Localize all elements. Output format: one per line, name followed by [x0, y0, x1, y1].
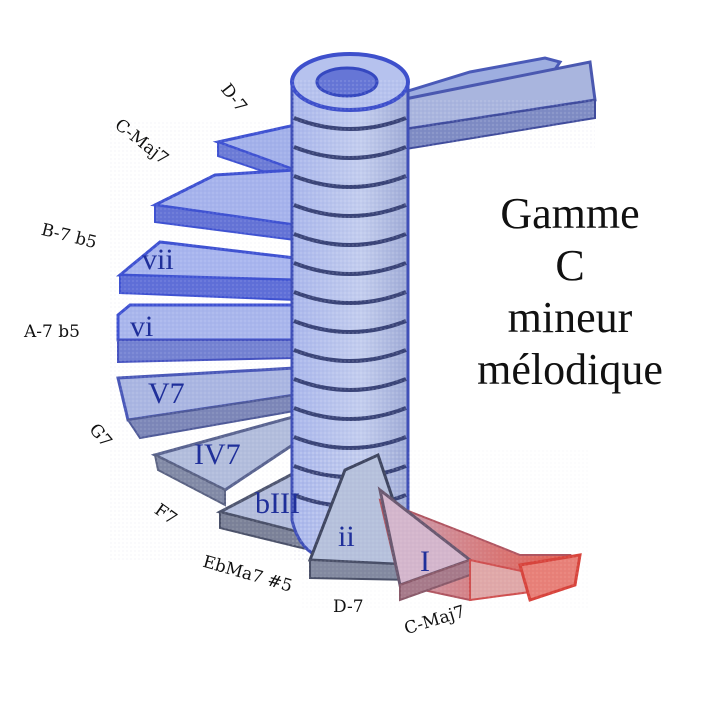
title-line: C [555, 241, 585, 290]
left-steps [110, 120, 342, 560]
roman-numeral-vii: vii [142, 243, 174, 276]
title-line: Gamme [500, 189, 640, 238]
page-title: Gamme C mineur mélodique [440, 188, 700, 396]
roman-numeral-V7: V7 [148, 377, 185, 410]
roman-numeral-vi: vi [130, 310, 154, 343]
title-line: mélodique [477, 345, 663, 394]
front-steps [300, 450, 590, 610]
central-column [290, 52, 410, 562]
roman-numeral-I: I [420, 545, 430, 578]
title-line: mineur [507, 293, 633, 342]
chord-label-A-7b5: A-7 b5 [24, 322, 80, 342]
roman-numeral-bIII: bIII [255, 487, 300, 520]
roman-numeral-ii: ii [338, 520, 355, 553]
roman-numeral-IV7: IV7 [194, 438, 241, 471]
top-right-steps [392, 56, 597, 152]
chord-label-D-7-bottom: D-7 [333, 597, 364, 617]
